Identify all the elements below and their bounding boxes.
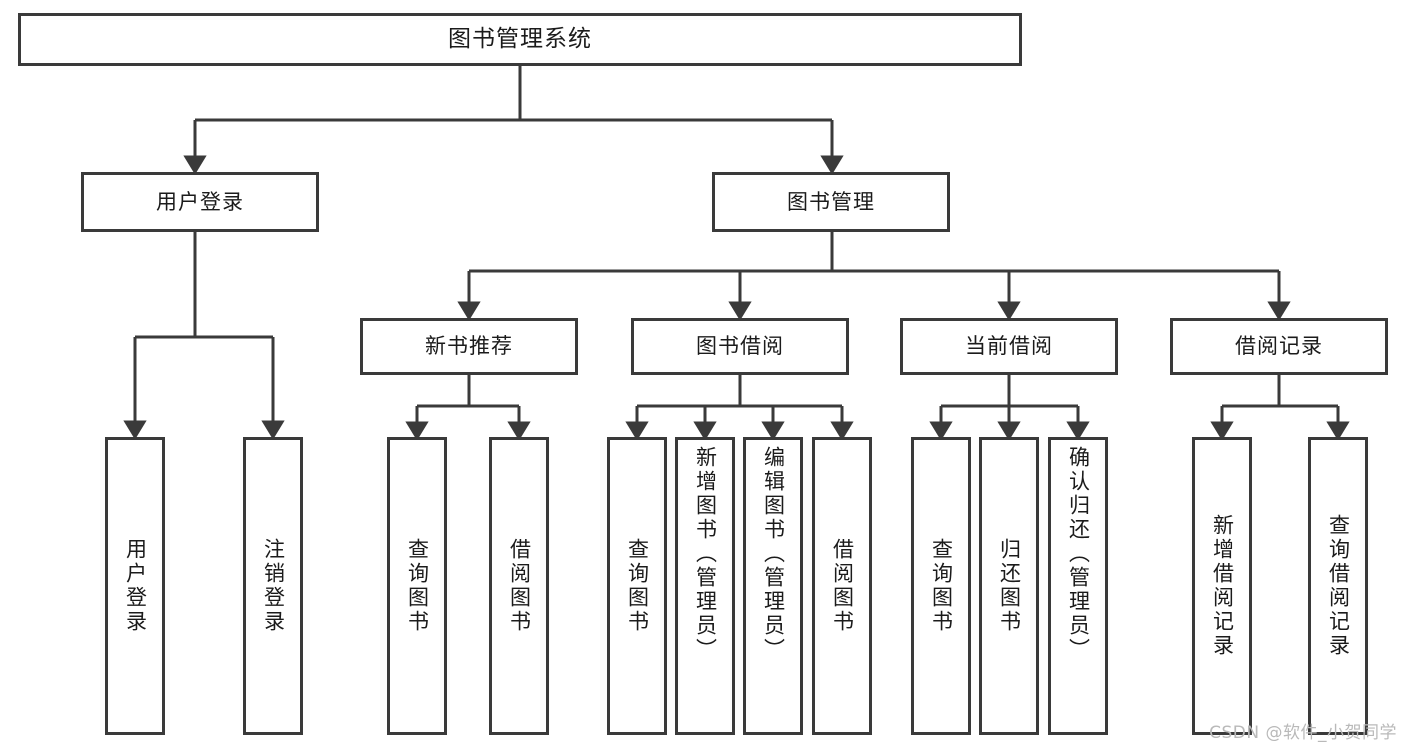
node-leaf-book-borrow-action[interactable]: 借阅图书 (812, 437, 872, 735)
node-leaf-user-login-signout[interactable]: 注销登录 (243, 437, 303, 735)
node-l2-new-book-recommend-label: 新书推荐 (425, 334, 513, 359)
node-leaf-new-book-query-label: 查询图书 (405, 538, 430, 634)
node-l2-current-borrow-label: 当前借阅 (965, 334, 1053, 359)
node-leaf-add-borrow-record-label: 新增借阅记录 (1210, 514, 1235, 658)
node-leaf-new-book-borrow-label: 借阅图书 (507, 538, 532, 634)
node-leaf-user-login-signin[interactable]: 用户登录 (105, 437, 165, 735)
node-root-book-management-system[interactable]: 图书管理系统 (18, 13, 1022, 66)
node-leaf-book-add-admin[interactable]: 新增图书（管理员） (675, 437, 735, 735)
node-leaf-user-login-signout-label: 注销登录 (261, 538, 286, 634)
node-leaf-book-borrow-query[interactable]: 查询图书 (607, 437, 667, 735)
node-l1-user-login[interactable]: 用户登录 (81, 172, 319, 232)
node-leaf-current-borrow-query-label: 查询图书 (929, 538, 954, 634)
node-l2-new-book-recommend[interactable]: 新书推荐 (360, 318, 578, 375)
node-leaf-new-book-query[interactable]: 查询图书 (387, 437, 447, 735)
node-leaf-new-book-borrow[interactable]: 借阅图书 (489, 437, 549, 735)
node-leaf-current-borrow-return[interactable]: 归还图书 (979, 437, 1039, 735)
node-leaf-book-edit-admin-label: 编辑图书（管理员） (761, 446, 786, 662)
node-l2-current-borrow[interactable]: 当前借阅 (900, 318, 1118, 375)
node-root-label: 图书管理系统 (448, 26, 592, 53)
node-leaf-current-borrow-return-label: 归还图书 (997, 538, 1022, 634)
node-leaf-confirm-return-admin[interactable]: 确认归还（管理员） (1048, 437, 1108, 735)
node-leaf-query-borrow-record-label: 查询借阅记录 (1326, 514, 1351, 658)
node-leaf-add-borrow-record[interactable]: 新增借阅记录 (1192, 437, 1252, 735)
node-l2-borrow-record[interactable]: 借阅记录 (1170, 318, 1388, 375)
node-leaf-book-add-admin-label: 新增图书（管理员） (693, 446, 718, 662)
node-leaf-user-login-signin-label: 用户登录 (123, 538, 148, 634)
node-leaf-confirm-return-admin-label: 确认归还（管理员） (1066, 446, 1091, 662)
node-l2-borrow-record-label: 借阅记录 (1235, 334, 1323, 359)
node-l2-book-borrow-label: 图书借阅 (696, 334, 784, 359)
watermark-text: CSDN @软件_小贺同学 (1209, 723, 1397, 743)
node-l1-book-management[interactable]: 图书管理 (712, 172, 950, 232)
node-leaf-current-borrow-query[interactable]: 查询图书 (911, 437, 971, 735)
node-leaf-book-borrow-action-label: 借阅图书 (830, 538, 855, 634)
node-leaf-book-edit-admin[interactable]: 编辑图书（管理员） (743, 437, 803, 735)
node-l1-book-management-label: 图书管理 (787, 189, 875, 214)
node-l1-user-login-label: 用户登录 (156, 189, 244, 214)
node-leaf-book-borrow-query-label: 查询图书 (625, 538, 650, 634)
node-l2-book-borrow[interactable]: 图书借阅 (631, 318, 849, 375)
node-leaf-query-borrow-record[interactable]: 查询借阅记录 (1308, 437, 1368, 735)
